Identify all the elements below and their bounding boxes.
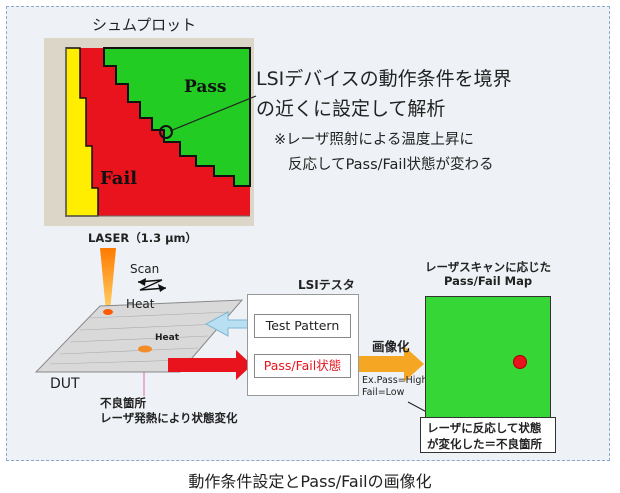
- defect-label-line-2: レーザ発熱により状態変化: [100, 411, 238, 425]
- sub-note: ※レーザ照射による温度上昇に 反応してPass/Fail状態が変わる: [274, 128, 494, 178]
- shmoo-plot: Pass Fail: [44, 38, 254, 226]
- heat-spot-label: Heat: [155, 333, 180, 343]
- boundary-marker-circle: [159, 125, 173, 139]
- laser-spot: [103, 309, 113, 315]
- pass-label: Pass: [184, 77, 226, 97]
- laser-beam: [100, 248, 116, 312]
- heat-spot: [138, 345, 152, 353]
- sub-note-line-1: ※レーザ照射による温度上昇に: [274, 132, 474, 148]
- fail-label: Fail: [100, 168, 137, 189]
- shmoo-plot-title: シュムプロット: [92, 16, 197, 34]
- dut-label: DUT: [50, 376, 80, 392]
- pass-fail-state-box: Pass/Fail状態: [254, 354, 351, 378]
- laser-label: LASER（1.3 μm）: [88, 231, 198, 245]
- heat-beam-label: Heat: [126, 297, 155, 311]
- map-title-line-1: レーザスキャンに応じた: [425, 260, 552, 274]
- map-title: レーザスキャンに応じた Pass/Fail Map: [425, 260, 551, 288]
- scan-label: Scan: [130, 262, 160, 276]
- defect-callout: レーザに反応して状態 が変化した＝不良箇所: [420, 417, 556, 453]
- test-pattern-box: Test Pattern: [254, 314, 351, 338]
- pass-fail-map: [425, 296, 551, 420]
- main-note-line-2: の近くに設定して解析: [256, 98, 446, 120]
- main-note-line-1: LSIデバイスの動作条件を境界: [256, 68, 512, 90]
- map-title-line-2: Pass/Fail Map: [444, 274, 533, 288]
- sub-note-line-2: 反応してPass/Fail状態が変わる: [288, 157, 494, 173]
- defect-callout-line-1: レーザに反応して状態: [427, 421, 542, 435]
- lsi-tester-box: [247, 294, 359, 396]
- figure-caption: 動作条件設定とPass/Failの画像化: [188, 472, 432, 491]
- pass-region: [103, 47, 251, 187]
- scan-arrow: [137, 279, 167, 291]
- defect-label: 不良箇所 レーザ発熱により状態変化: [100, 396, 238, 426]
- red-arrow: [168, 350, 252, 380]
- defect-callout-line-2: が変化した＝不良箇所: [427, 437, 542, 451]
- encoding-note-pass: Ex.Pass=High、: [362, 375, 437, 386]
- tester-title: LSIテスタ: [298, 278, 355, 292]
- main-note: LSIデバイスの動作条件を境界 の近くに設定して解析: [256, 64, 512, 124]
- imaging-label: 画像化: [372, 339, 410, 354]
- imaging-arrow: [358, 346, 424, 382]
- map-defect-dot: [513, 355, 527, 369]
- defect-label-line-1: 不良箇所: [100, 396, 146, 410]
- encoding-note: Ex.Pass=High、 Fail=Low: [362, 375, 437, 399]
- encoding-note-fail: Fail=Low: [362, 387, 405, 398]
